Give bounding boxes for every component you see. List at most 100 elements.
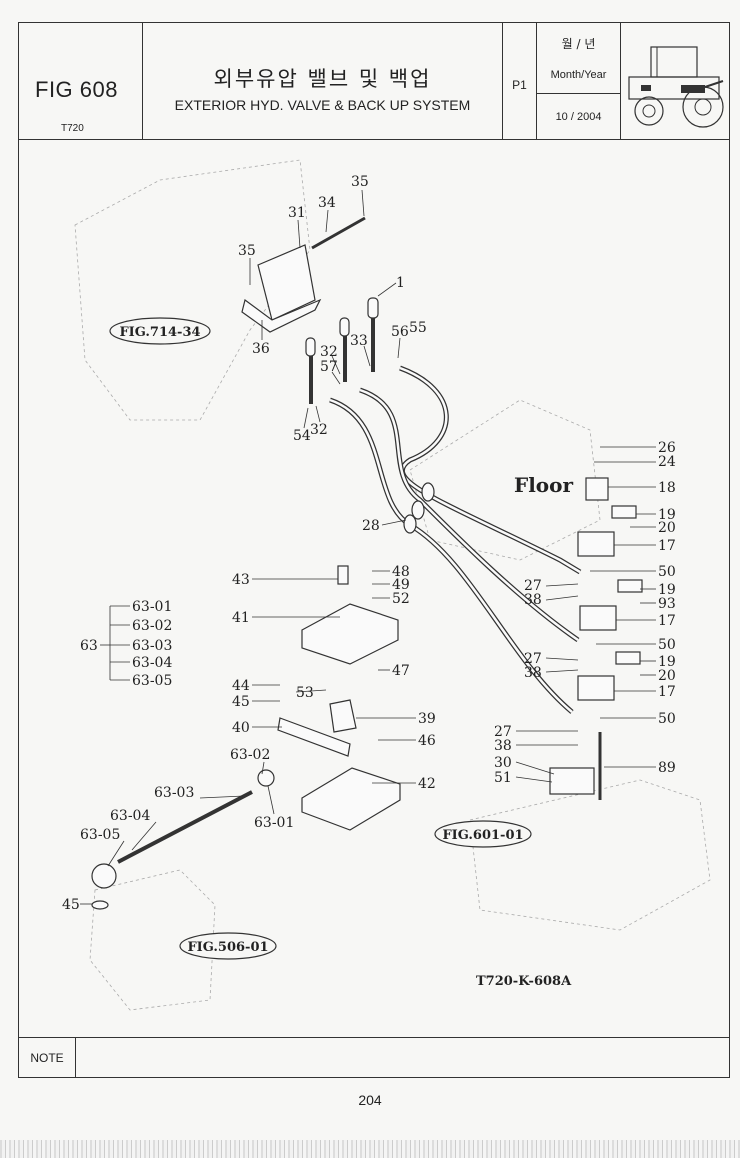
hose-1 — [399, 365, 582, 575]
callout-39: 39 — [418, 711, 436, 727]
callout-17: 17 — [658, 684, 676, 700]
callout-56: 56 — [391, 324, 409, 340]
fitting-2 — [617, 579, 643, 593]
model-code: T720 — [61, 123, 84, 134]
backup-bracket — [549, 767, 595, 795]
damper-part — [329, 699, 357, 733]
callout-53: 53 — [296, 685, 314, 701]
callout-63-05: 63-05 — [80, 827, 120, 843]
callout-49: 49 — [392, 577, 410, 593]
callout-89: 89 — [658, 760, 676, 776]
callout-24: 24 — [658, 454, 676, 470]
callout-19: 19 — [658, 582, 676, 598]
callout-40: 40 — [232, 720, 250, 736]
date-cell: 월 / 년 Month/Year 10 / 2004 — [537, 23, 621, 139]
callout-17: 17 — [658, 613, 676, 629]
callout-28: 28 — [362, 518, 380, 534]
callout-63-03: 63-03 — [154, 785, 194, 801]
callout-35: 35 — [351, 174, 369, 190]
callout-30: 30 — [494, 755, 512, 771]
plate-part — [301, 603, 399, 665]
arm-part — [277, 717, 351, 757]
fitting-1 — [611, 505, 637, 519]
drawing-frame: FIG 608 T720 외부유압 밸브 및 백업 EXTERIOR HYD. … — [18, 22, 730, 1078]
bracket-part — [257, 244, 316, 321]
leader-lines — [80, 189, 656, 905]
callout-50: 50 — [658, 637, 676, 653]
base-bracket — [301, 767, 401, 831]
note-row: NOTE — [19, 1037, 729, 1078]
group-label-63: 63 — [80, 638, 98, 654]
lever-knob-1 — [367, 297, 379, 319]
callout-27: 27 — [524, 651, 542, 667]
callout-45: 45 — [232, 694, 250, 710]
group-item-63-01: 63-01 — [132, 599, 172, 615]
valve-block-1 — [577, 531, 615, 557]
lever-knob-3 — [305, 337, 316, 357]
callout-50: 50 — [658, 564, 676, 580]
callout-32: 32 — [310, 422, 328, 438]
callout-35: 35 — [238, 243, 256, 259]
callout-63-01: 63-01 — [254, 815, 294, 831]
note-label: NOTE — [19, 1038, 76, 1078]
month-year-label-en: Month/Year — [550, 69, 607, 81]
callout-19: 19 — [658, 507, 676, 523]
callout-47: 47 — [392, 663, 410, 679]
valve-block-3 — [577, 675, 615, 701]
tie-rod-part — [117, 790, 253, 864]
callout-38: 38 — [524, 592, 542, 608]
ref-fig-601-01: FIG.601-01 — [442, 828, 523, 843]
callout-48: 48 — [392, 564, 410, 580]
title-korean: 외부유압 밸브 및 백업 — [213, 67, 432, 91]
callout-17: 17 — [658, 538, 676, 554]
callout-38: 38 — [524, 665, 542, 681]
ref-fig-506-01: FIG.506-01 — [187, 940, 268, 955]
callout-43: 43 — [232, 572, 250, 588]
grommet-1 — [421, 482, 435, 502]
cab-outline — [74, 159, 311, 421]
lever-knob-2 — [339, 317, 350, 337]
callout-1: 1 — [396, 275, 405, 291]
ref-fig-714-34: FIG.714-34 — [119, 325, 200, 340]
callout-41: 41 — [232, 610, 250, 626]
month-year-label-kr: 월 / 년 — [561, 37, 596, 51]
ref-badge-714 — [109, 317, 211, 345]
fig-cell: FIG 608 T720 — [19, 23, 143, 139]
callout-42: 42 — [418, 776, 436, 792]
page-code-cell: P1 — [503, 23, 537, 139]
nut-part — [91, 900, 109, 910]
title-english: EXTERIOR HYD. VALVE & BACK UP SYSTEM — [174, 97, 471, 113]
tractor-icon — [628, 46, 724, 128]
callout-27: 27 — [524, 578, 542, 594]
group-item-63-04: 63-04 — [132, 655, 172, 671]
ref-badge-601 — [434, 820, 532, 848]
ball-joint-part — [257, 769, 275, 787]
cap-part — [585, 477, 609, 501]
callout-19: 19 — [658, 654, 676, 670]
fig-number: FIG 608 — [35, 77, 118, 102]
grommet-3 — [403, 514, 417, 534]
group-item-63-05: 63-05 — [132, 673, 172, 689]
grommet-2 — [411, 500, 425, 520]
group-item-63-02: 63-02 — [132, 618, 172, 634]
callout-46: 46 — [418, 733, 436, 749]
fitting-3 — [615, 651, 641, 665]
title-cell: 외부유압 밸브 및 백업 EXTERIOR HYD. VALVE & BACK … — [143, 23, 503, 139]
callout-51: 51 — [494, 770, 512, 786]
valve-block-2 — [579, 605, 617, 631]
group-item-63-03: 63-03 — [132, 638, 172, 654]
drawing-code: T720-K-608A — [476, 974, 572, 989]
title-block: FIG 608 T720 외부유압 밸브 및 백업 EXTERIOR HYD. … — [19, 23, 729, 140]
bolt-part — [337, 565, 349, 585]
callout-50: 50 — [658, 711, 676, 727]
callout-33: 33 — [350, 333, 368, 349]
callout-57: 57 — [320, 359, 338, 375]
ref-badge-506 — [179, 932, 277, 960]
callout-36: 36 — [252, 341, 270, 357]
callout-38: 38 — [494, 738, 512, 754]
callout-26: 26 — [658, 440, 676, 456]
callout-31: 31 — [288, 205, 306, 221]
floor-label: Floor — [514, 473, 573, 497]
issue-date: 10 / 2004 — [555, 111, 602, 123]
